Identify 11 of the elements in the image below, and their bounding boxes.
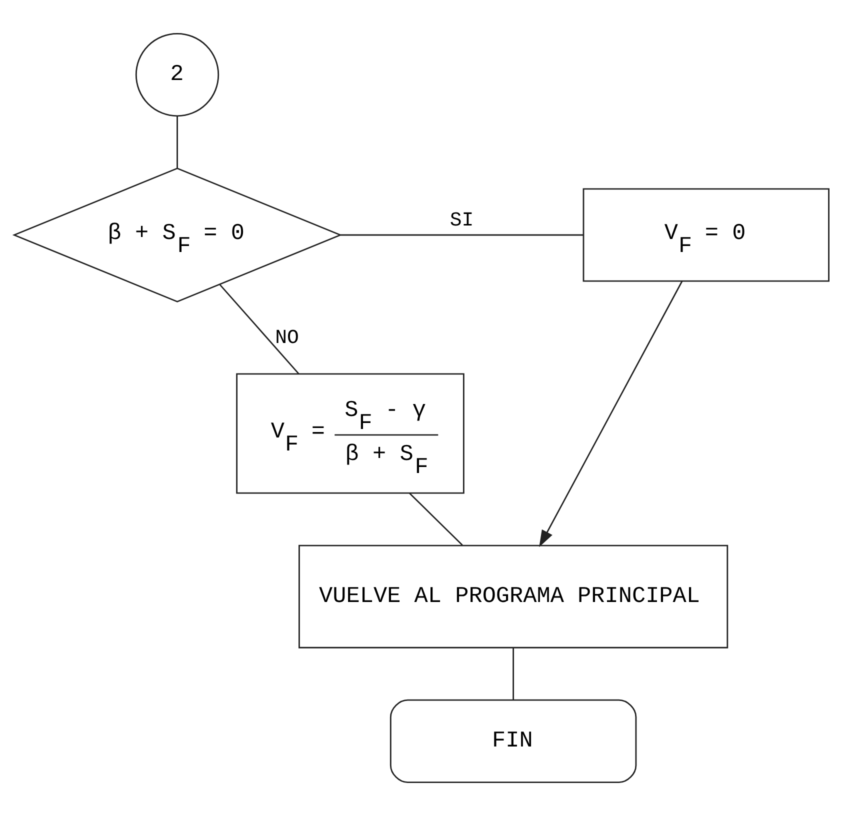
node-box: FIN xyxy=(390,699,637,784)
connector xyxy=(176,116,178,168)
node-box: VUELVE AL PROGRAMA PRINCIPAL xyxy=(298,544,728,648)
edge-label: NO xyxy=(275,326,299,350)
connector xyxy=(512,648,514,700)
edge-label: SI xyxy=(450,208,474,232)
connector xyxy=(409,492,463,546)
node-circle: 2 xyxy=(135,32,220,117)
connector xyxy=(220,284,300,374)
connector xyxy=(340,234,584,236)
arrow xyxy=(539,280,683,548)
